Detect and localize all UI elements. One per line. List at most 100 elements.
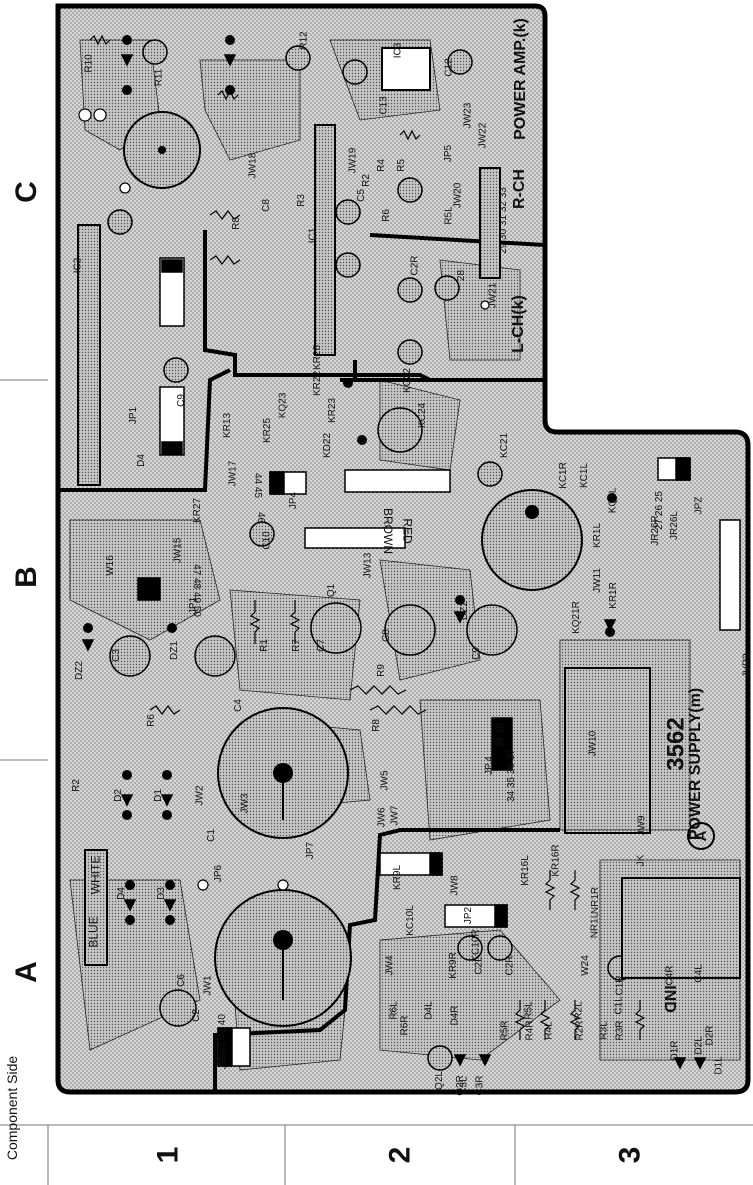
component-ref-label: JW20: [452, 182, 464, 209]
component-ref-label: KR1R: [607, 582, 619, 609]
component-ref-label: R9: [375, 664, 387, 677]
component-ref-label: DZ1: [168, 641, 180, 660]
component-ref-label: R6R: [399, 1015, 411, 1036]
component-ref-label: R10: [83, 54, 95, 73]
component-ref-label: JW6: [376, 807, 388, 828]
component-ref-label: R5L: [523, 1001, 535, 1020]
row-label-1: 1: [151, 1146, 185, 1164]
component-ref-label: JW7: [389, 805, 401, 826]
large-capacitor-c6: [123, 111, 201, 189]
component-ref-label: W16: [104, 555, 116, 576]
component-ref-label: JPZ: [693, 496, 705, 515]
component-ref-label: DZ2: [73, 661, 85, 680]
component-ref-label: D3: [155, 887, 167, 900]
component-ref-label: JW3: [239, 793, 251, 814]
component-ref-label: C2L: [473, 956, 485, 975]
component-ref-label: JP7: [305, 841, 317, 860]
component-ref-label: JW13: [362, 552, 374, 579]
component-ref-label: D2: [112, 789, 124, 802]
row-label-3: 3: [613, 1146, 647, 1164]
component-ref-label: JW15: [172, 537, 184, 564]
component-ref-label: C2R: [409, 255, 421, 276]
component-ref-label: JP2: [463, 906, 475, 925]
component-ref-label: JW21: [487, 282, 499, 309]
ic-chips: [77, 47, 741, 979]
column-label-b: B: [9, 566, 43, 588]
component-ref-label: Q1: [326, 583, 338, 598]
component-ref-label: DZ2: [458, 601, 470, 620]
component-ref-label: KD22: [322, 432, 334, 459]
component-ref-label: KR1L: [592, 522, 604, 549]
component-ref-label: R8: [370, 719, 382, 732]
connector-blocks: [137, 257, 741, 1067]
component-ref-label: R6L: [388, 1001, 400, 1020]
component-ref-label: KC1L: [579, 462, 591, 489]
component-ref-label: KR26: [312, 344, 324, 371]
power-supply-label: POWER SUPPLY(m): [687, 687, 705, 841]
component-ref-label: C2R: [504, 955, 516, 976]
component-ref-label: JW11: [591, 568, 603, 593]
component-ref-label: C4R: [664, 965, 676, 986]
component-ref-label: JR26L: [668, 511, 680, 540]
resistor-symbols: [89, 34, 646, 1040]
lch-label: L-CH(k): [509, 295, 527, 353]
component-ref-label: JVR2: [741, 653, 753, 678]
column-label-c: C: [9, 181, 43, 203]
component-ref-label: R7: [290, 639, 302, 652]
row-label-2: 2: [383, 1146, 417, 1164]
component-ref-label: JW8: [449, 875, 461, 896]
pin-numbers-h: 28: [456, 269, 468, 282]
component-ref-label: JW9: [636, 815, 648, 836]
component-ref-label: C3: [110, 649, 122, 662]
power-amp-label: POWER AMP.(k): [511, 18, 529, 140]
component-ref-label: KR9L: [392, 864, 404, 891]
component-ref-label: C1: [205, 829, 217, 842]
component-ref-label: JW22: [477, 122, 489, 149]
component-ref-label: JR26R: [649, 515, 661, 546]
component-ref-label: JP4: [288, 491, 300, 510]
component-ref-label: JP1: [128, 406, 140, 425]
component-ref-label: IC2: [72, 257, 84, 274]
circle-marker-a: A: [687, 822, 715, 850]
component-ref-label: KQ21R: [570, 601, 582, 634]
component-ref-label: KC1R: [557, 462, 569, 489]
component-ref-label: JP5: [443, 144, 455, 163]
component-ref-label: KR23: [327, 397, 339, 424]
component-ref-label: C13: [378, 96, 390, 115]
component-ref-label: R4R: [524, 1020, 536, 1041]
wire-label-brown: BROWN: [381, 508, 395, 554]
component-ref-label: R5: [395, 159, 407, 172]
component-ref-label: JW2: [194, 785, 206, 806]
component-ref-label: JP.4: [483, 756, 495, 775]
side-label: Component Side: [4, 1055, 21, 1161]
component-ref-label: JW1: [202, 975, 214, 996]
pin-numbers-e: 44 45: [252, 472, 264, 499]
component-ref-label: JW10: [587, 730, 599, 757]
component-ref-label: R1: [258, 639, 270, 652]
component-ref-label: D2R: [704, 1025, 716, 1046]
pin-numbers-b: 34 35 36 37: [505, 749, 517, 802]
component-ref-label: KR16L: [519, 855, 531, 886]
component-ref-label: JW23: [462, 102, 474, 129]
large-capacitor-c5: [481, 489, 583, 591]
component-ref-label: R8: [230, 217, 242, 230]
component-ref-label: JW4: [384, 955, 396, 976]
component-ref-label: KQ23: [277, 392, 289, 419]
component-ref-label: R4L: [543, 1021, 555, 1040]
component-ref-label: JW19: [347, 147, 359, 174]
component-ref-label: R4: [375, 159, 387, 172]
component-ref-label: NR1R: [590, 886, 602, 915]
solder-pads: [83, 35, 617, 925]
component-ref-label: W24: [579, 955, 591, 976]
component-ref-label: R6: [145, 714, 157, 727]
component-ref-label: JP3: [218, 1051, 230, 1070]
component-ref-label: JW17: [227, 460, 239, 487]
component-ref-label: D1R: [669, 1040, 681, 1061]
ind-label: IND: [660, 985, 678, 1013]
grid-frame: [0, 379, 753, 1185]
component-ref-label: Q2L: [433, 1071, 445, 1090]
pin-numbers-i: 29 30 31 32 33: [497, 187, 509, 254]
component-ref-label: D1L: [713, 1056, 725, 1075]
component-ref-label: D1: [152, 789, 164, 802]
component-ref-label: D4L: [423, 1001, 435, 1020]
